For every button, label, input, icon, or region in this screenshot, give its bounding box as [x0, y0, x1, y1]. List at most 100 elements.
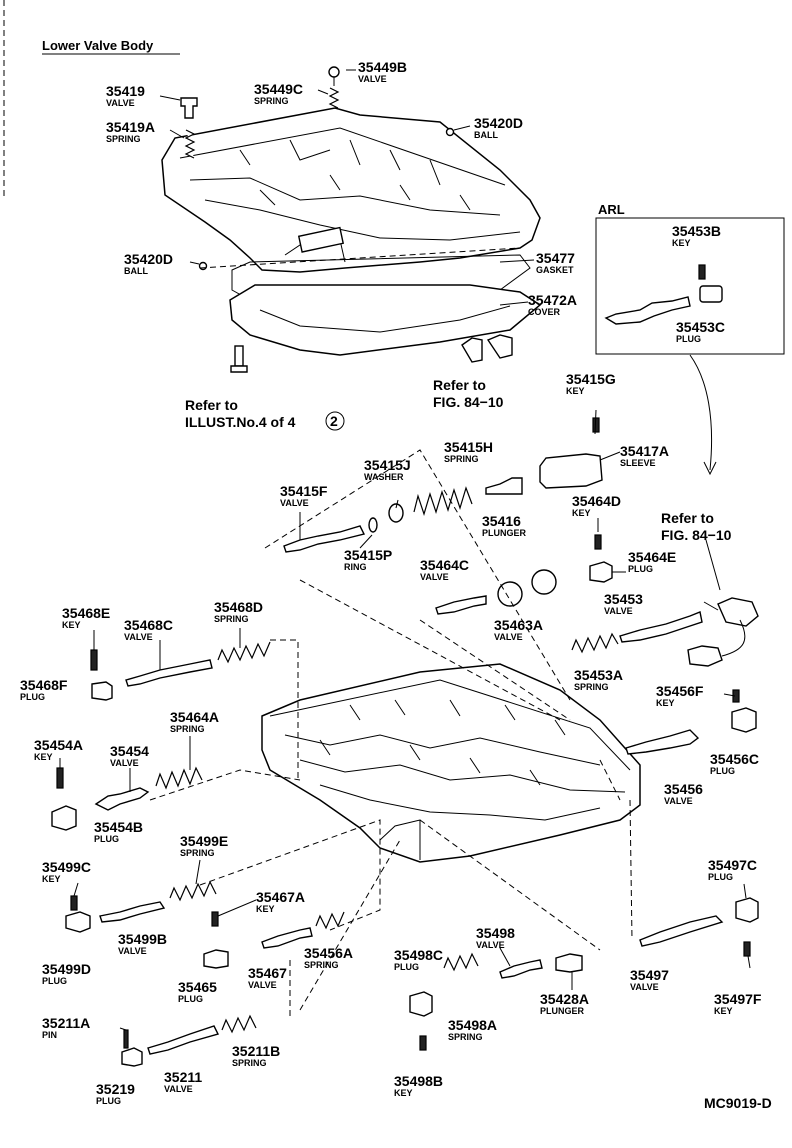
refer-to-note-illust: Refer to ILLUST.No.4 of 4 2 — [185, 397, 345, 431]
part-desc: VALVE — [358, 74, 387, 84]
part-number: 35454B — [94, 819, 143, 835]
part-number: 35464D — [572, 493, 621, 509]
part-desc: SPRING — [254, 96, 289, 106]
part-desc: PLUG — [676, 334, 701, 344]
note-line: Refer to — [661, 510, 714, 526]
note-line: FIG. 84−10 — [661, 527, 732, 543]
part-desc: PLUNGER — [540, 1006, 585, 1016]
part-number: 35464C — [420, 557, 469, 573]
part-number: 35499B — [118, 931, 167, 947]
circled-number-text: 2 — [330, 413, 338, 429]
part-desc: VALVE — [664, 796, 693, 806]
part-desc: VALVE — [280, 498, 309, 508]
part-desc: SPRING — [444, 454, 479, 464]
arl-inset: ARL — [595, 202, 785, 476]
part-number: 35467 — [248, 965, 287, 981]
part-desc: KEY — [42, 874, 61, 884]
part-desc: PLUG — [394, 962, 419, 972]
part-desc: KEY — [62, 620, 81, 630]
refer-to-note-solenoid: Refer to FIG. 84−10 — [661, 510, 732, 543]
assembly-guide-lines — [149, 247, 633, 1020]
part-number: 35467A — [256, 889, 305, 905]
diagram-title: Lower Valve Body — [42, 38, 154, 53]
part-desc: BALL — [474, 130, 498, 140]
lower-parts-illustration — [51, 641, 759, 1067]
part-desc: GASKET — [536, 265, 574, 275]
part-number: 35415H — [444, 439, 493, 455]
part-number: 35498A — [448, 1017, 497, 1033]
part-desc: SPRING — [232, 1058, 267, 1068]
part-desc: SPRING — [304, 960, 339, 970]
part-number: 35468F — [20, 677, 68, 693]
part-desc: KEY — [714, 1006, 733, 1016]
note-line: ILLUST.No.4 of 4 — [185, 414, 296, 430]
part-number: 35417A — [620, 443, 669, 459]
part-number: 35468E — [62, 605, 110, 621]
part-number: 35497C — [708, 857, 757, 873]
part-desc: VALVE — [630, 982, 659, 992]
part-desc: PLUG — [708, 872, 733, 882]
part-desc: VALVE — [494, 632, 523, 642]
part-desc: PLUG — [628, 564, 653, 574]
part-number: 35468C — [124, 617, 173, 633]
part-desc: SPRING — [170, 724, 205, 734]
part-number: 35456F — [656, 683, 704, 699]
part-desc: SPRING — [574, 682, 609, 692]
part-number: 35211A — [42, 1015, 90, 1031]
part-number: 35456 — [664, 781, 703, 797]
arl-inset-frame — [595, 217, 785, 355]
part-desc: PLUG — [94, 834, 119, 844]
part-desc: PLUG — [20, 692, 45, 702]
leader-lines — [59, 69, 751, 1031]
part-number: 35453B — [672, 223, 721, 239]
part-desc: KEY — [566, 386, 585, 396]
part-desc: COVER — [528, 307, 561, 317]
part-number: 35472A — [528, 292, 577, 308]
circled-number — [325, 411, 345, 431]
part-desc: PLUG — [710, 766, 735, 776]
part-number: 35449C — [254, 81, 303, 97]
part-number: 35499C — [42, 859, 91, 875]
part-desc: VALVE — [604, 606, 633, 616]
arl-inset-label: ARL — [598, 202, 625, 217]
part-desc: KEY — [572, 508, 591, 518]
part-number: 35211 — [164, 1069, 202, 1085]
part-desc: VALVE — [420, 572, 449, 582]
part-number: 35415G — [566, 371, 616, 387]
part-number: 35497F — [714, 991, 762, 1007]
part-number: 35419A — [106, 119, 155, 135]
part-desc: KEY — [34, 752, 53, 762]
part-number: 35477 — [536, 250, 575, 266]
